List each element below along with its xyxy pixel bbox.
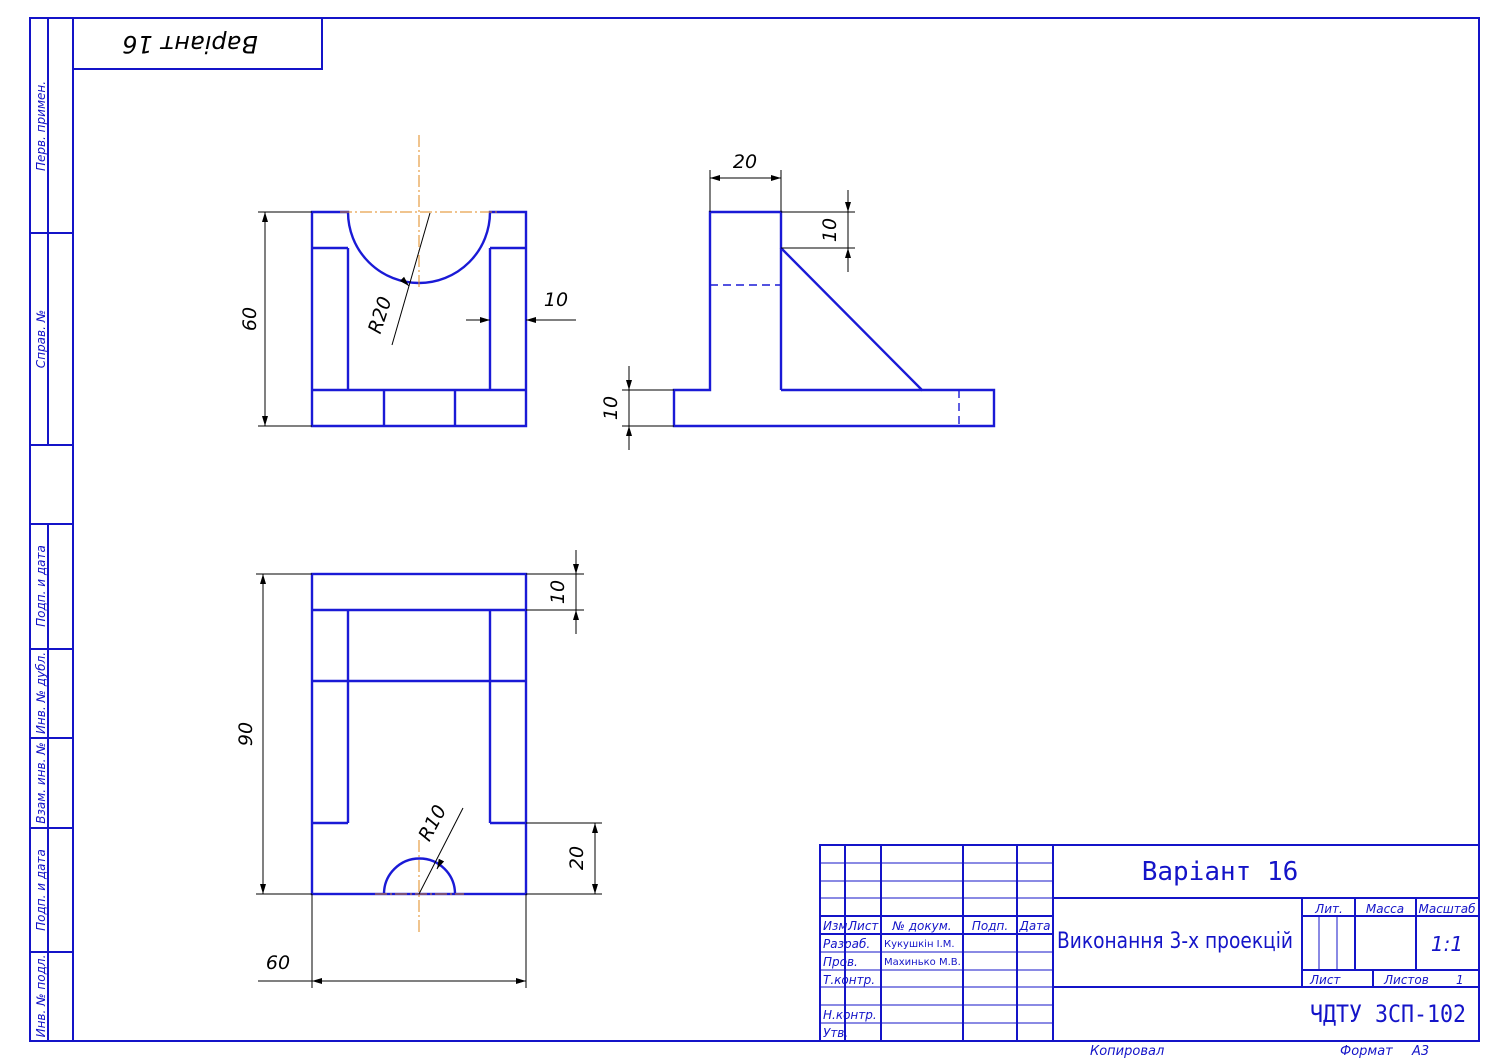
footer-kopiroval: Копировал	[1090, 1044, 1164, 1059]
tb-col-massa: Масса	[1366, 902, 1404, 916]
tb-sheet-label: Лист	[1309, 973, 1341, 987]
footer: Копировал Формат А3	[1090, 1044, 1429, 1059]
dim-front-radius: R20	[364, 294, 396, 336]
sheet-frame	[29, 17, 1480, 1042]
dim-plan-radius: R10	[414, 802, 451, 845]
tb-sheets-count: 1	[1456, 973, 1464, 987]
dim-front-wall: 10	[544, 289, 568, 311]
tb-org: ЧДТУ ЗСП-102	[1310, 1000, 1466, 1028]
tb-title: Виконання 3-х проекцій	[1057, 929, 1293, 954]
tb-col-lit: Лит.	[1314, 902, 1343, 916]
side-labels: Перв. примен. Справ. № Подп. и дата Инв.…	[34, 81, 48, 1037]
dim-front-height: 60	[239, 307, 261, 331]
side-label-podp-data-2: Подп. и дата	[34, 849, 48, 931]
dim-plan-bottom-offset: 20	[566, 846, 588, 870]
dim-plan-width: 60	[266, 952, 290, 974]
side-label-inv-podl: Инв. № подл.	[34, 955, 48, 1038]
tb-col-masshtab: Масштаб	[1418, 902, 1476, 916]
tb-role-utv: Утв.	[823, 1026, 848, 1040]
side-label-inv-dubl: Инв. № дубл.	[34, 652, 48, 734]
corner-stamp-text: Варіант 16	[122, 30, 258, 58]
dim-side-top-width: 20	[733, 151, 757, 173]
tb-role-prov: Пров.	[823, 955, 858, 969]
tb-header-date: Дата	[1018, 919, 1050, 933]
tb-sheets-label: Листов	[1383, 973, 1429, 987]
tb-role-razrab: Разраб.	[823, 937, 870, 951]
side-label-perv-primen: Перв. примен.	[34, 81, 48, 171]
footer-format-value: А3	[1411, 1044, 1429, 1059]
title-block: Изм. Лист № докум. Подп. Дата Разраб. Пр…	[819, 844, 1480, 1042]
tb-name-razrab: Кукушкін І.М.	[884, 938, 955, 950]
footer-format-label: Формат	[1340, 1044, 1393, 1059]
tb-scale-value: 1:1	[1431, 932, 1463, 956]
dim-side-base-height: 10	[600, 396, 622, 420]
plan-view: 90 10 20 R10 60	[235, 550, 602, 988]
tb-header-izm: Изм.	[823, 919, 851, 933]
dim-plan-depth: 90	[235, 722, 257, 746]
side-label-podp-data-1: Подп. и дата	[34, 545, 48, 627]
tb-name-prov: Махинько М.В.	[884, 957, 961, 968]
tb-role-tkontr: Т.контр.	[823, 973, 875, 987]
side-view: 20 10 10	[600, 151, 996, 450]
side-label-vzam-inv: Взам. инв. №	[34, 742, 48, 823]
tb-role-nkontr: Н.контр.	[823, 1008, 877, 1022]
side-label-sprav-no: Справ. №	[34, 310, 48, 368]
tb-header-list: Лист	[847, 919, 879, 933]
corner-stamp: Варіант 16	[72, 17, 323, 70]
dim-plan-top-band: 10	[547, 580, 569, 604]
dim-side-top-height: 10	[819, 218, 841, 242]
tb-variant: Варіант 16	[1142, 857, 1299, 887]
front-view: 60 R20 10	[239, 135, 576, 428]
tb-header-doc: № докум.	[891, 919, 951, 933]
tb-header-sign: Подп.	[972, 919, 1008, 933]
